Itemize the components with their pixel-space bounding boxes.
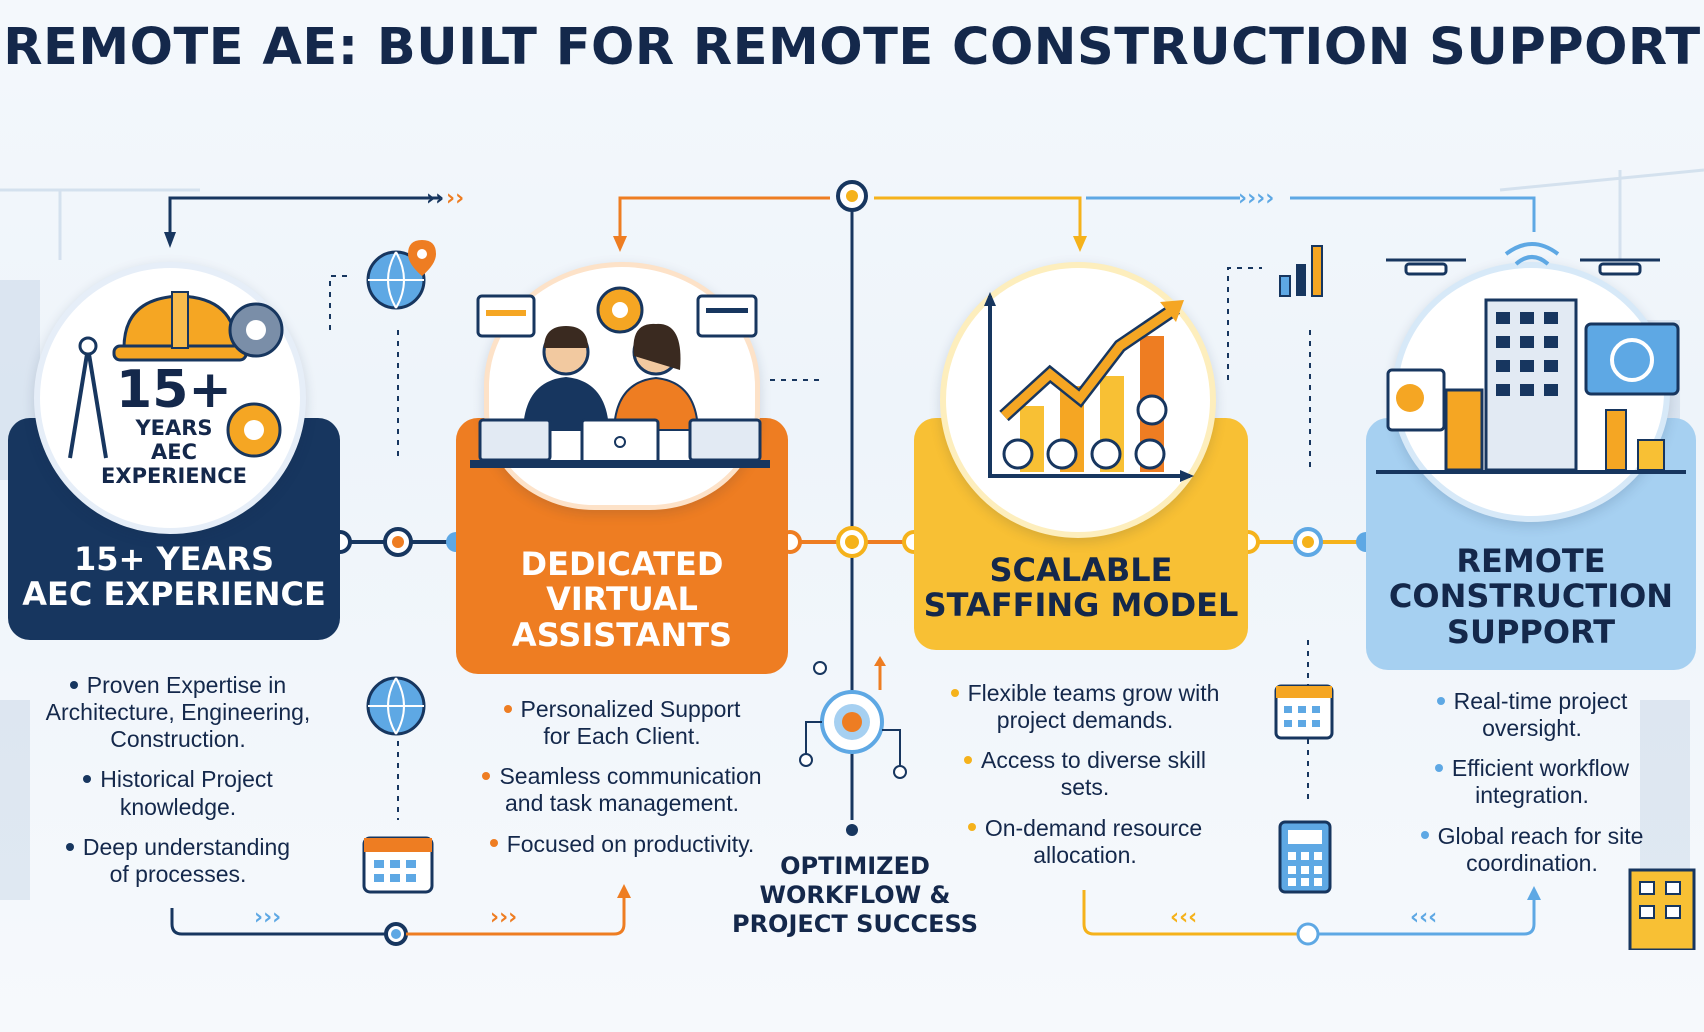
svg-text:›››: ››› xyxy=(490,905,517,930)
aec-experience-bullets: Proven Expertise in Architecture, Engine… xyxy=(10,672,346,901)
drones-construction-site-icon xyxy=(1376,242,1686,474)
list-item: Personalized Support for Each Client. xyxy=(450,696,794,750)
experience-badge: 15+ YEARS AEC EXPERIENCE xyxy=(94,364,254,488)
svg-text:››: ›› xyxy=(426,186,444,211)
crane-decoration xyxy=(0,168,1704,260)
list-item: Global reach for site coordination. xyxy=(1372,823,1692,877)
page-title: REMOTE AE: BUILT FOR REMOTE CONSTRUCTION… xyxy=(3,18,1701,77)
globe-icon xyxy=(366,676,426,736)
experience-badge-number: 15+ xyxy=(116,360,232,420)
building-icon xyxy=(1628,868,1696,950)
bar-chart-icon xyxy=(1279,245,1323,297)
scalable-staffing-bullets: Flexible teams grow with project demands… xyxy=(920,680,1250,882)
list-item: Real-time project oversight. xyxy=(1372,688,1692,742)
list-item: Focused on productivity. xyxy=(450,831,794,858)
experience-badge-text: YEARS AEC EXPERIENCE xyxy=(101,416,247,489)
panel-aec-experience-label: 15+ YEARS AEC EXPERIENCE xyxy=(22,539,326,613)
list-item: Seamless communication and task manageme… xyxy=(450,763,794,817)
calendar-icon xyxy=(362,836,434,894)
list-item: Historical Project knowledge. xyxy=(10,766,346,820)
globe-pin-icon xyxy=(366,240,436,310)
remote-construction-bullets: Real-time project oversight. Efficient w… xyxy=(1372,688,1692,890)
list-item: Flexible teams grow with project demands… xyxy=(920,680,1250,734)
target-network-icon xyxy=(799,656,907,779)
list-item: Proven Expertise in Architecture, Engine… xyxy=(45,672,311,753)
svg-text:››: ›› xyxy=(446,186,464,211)
panel-remote-construction-label: REMOTE CONSTRUCTION SUPPORT xyxy=(1388,542,1674,651)
panel-scalable-staffing-label: SCALABLE STAFFING MODEL xyxy=(923,550,1239,624)
panel-virtual-assistants-label: DEDICATED VIRTUAL ASSISTANTS xyxy=(511,545,733,654)
svg-text:››››: ›››› xyxy=(1238,186,1274,211)
svg-text:›››: ››› xyxy=(254,905,281,930)
hard-hat-gears-compass-icon xyxy=(68,291,284,459)
svg-text:‹‹‹: ‹‹‹ xyxy=(1410,905,1437,930)
support-agents-headset-icon xyxy=(470,286,770,468)
growth-chart-icon xyxy=(984,292,1194,482)
calendar-icon xyxy=(1274,684,1334,740)
list-item: On-demand resource allocation. xyxy=(920,815,1250,869)
virtual-assistants-bullets: Personalized Support for Each Client. Se… xyxy=(450,696,794,871)
calculator-icon xyxy=(1278,820,1332,894)
list-item: Access to diverse skill sets. xyxy=(920,747,1250,801)
svg-text:‹‹‹: ‹‹‹ xyxy=(1170,905,1197,930)
list-item: Deep understanding of processes. xyxy=(10,834,346,888)
center-outcome-label: OPTIMIZED WORKFLOW & PROJECT SUCCESS xyxy=(731,852,979,938)
list-item: Efficient workflow integration. xyxy=(1372,755,1692,809)
